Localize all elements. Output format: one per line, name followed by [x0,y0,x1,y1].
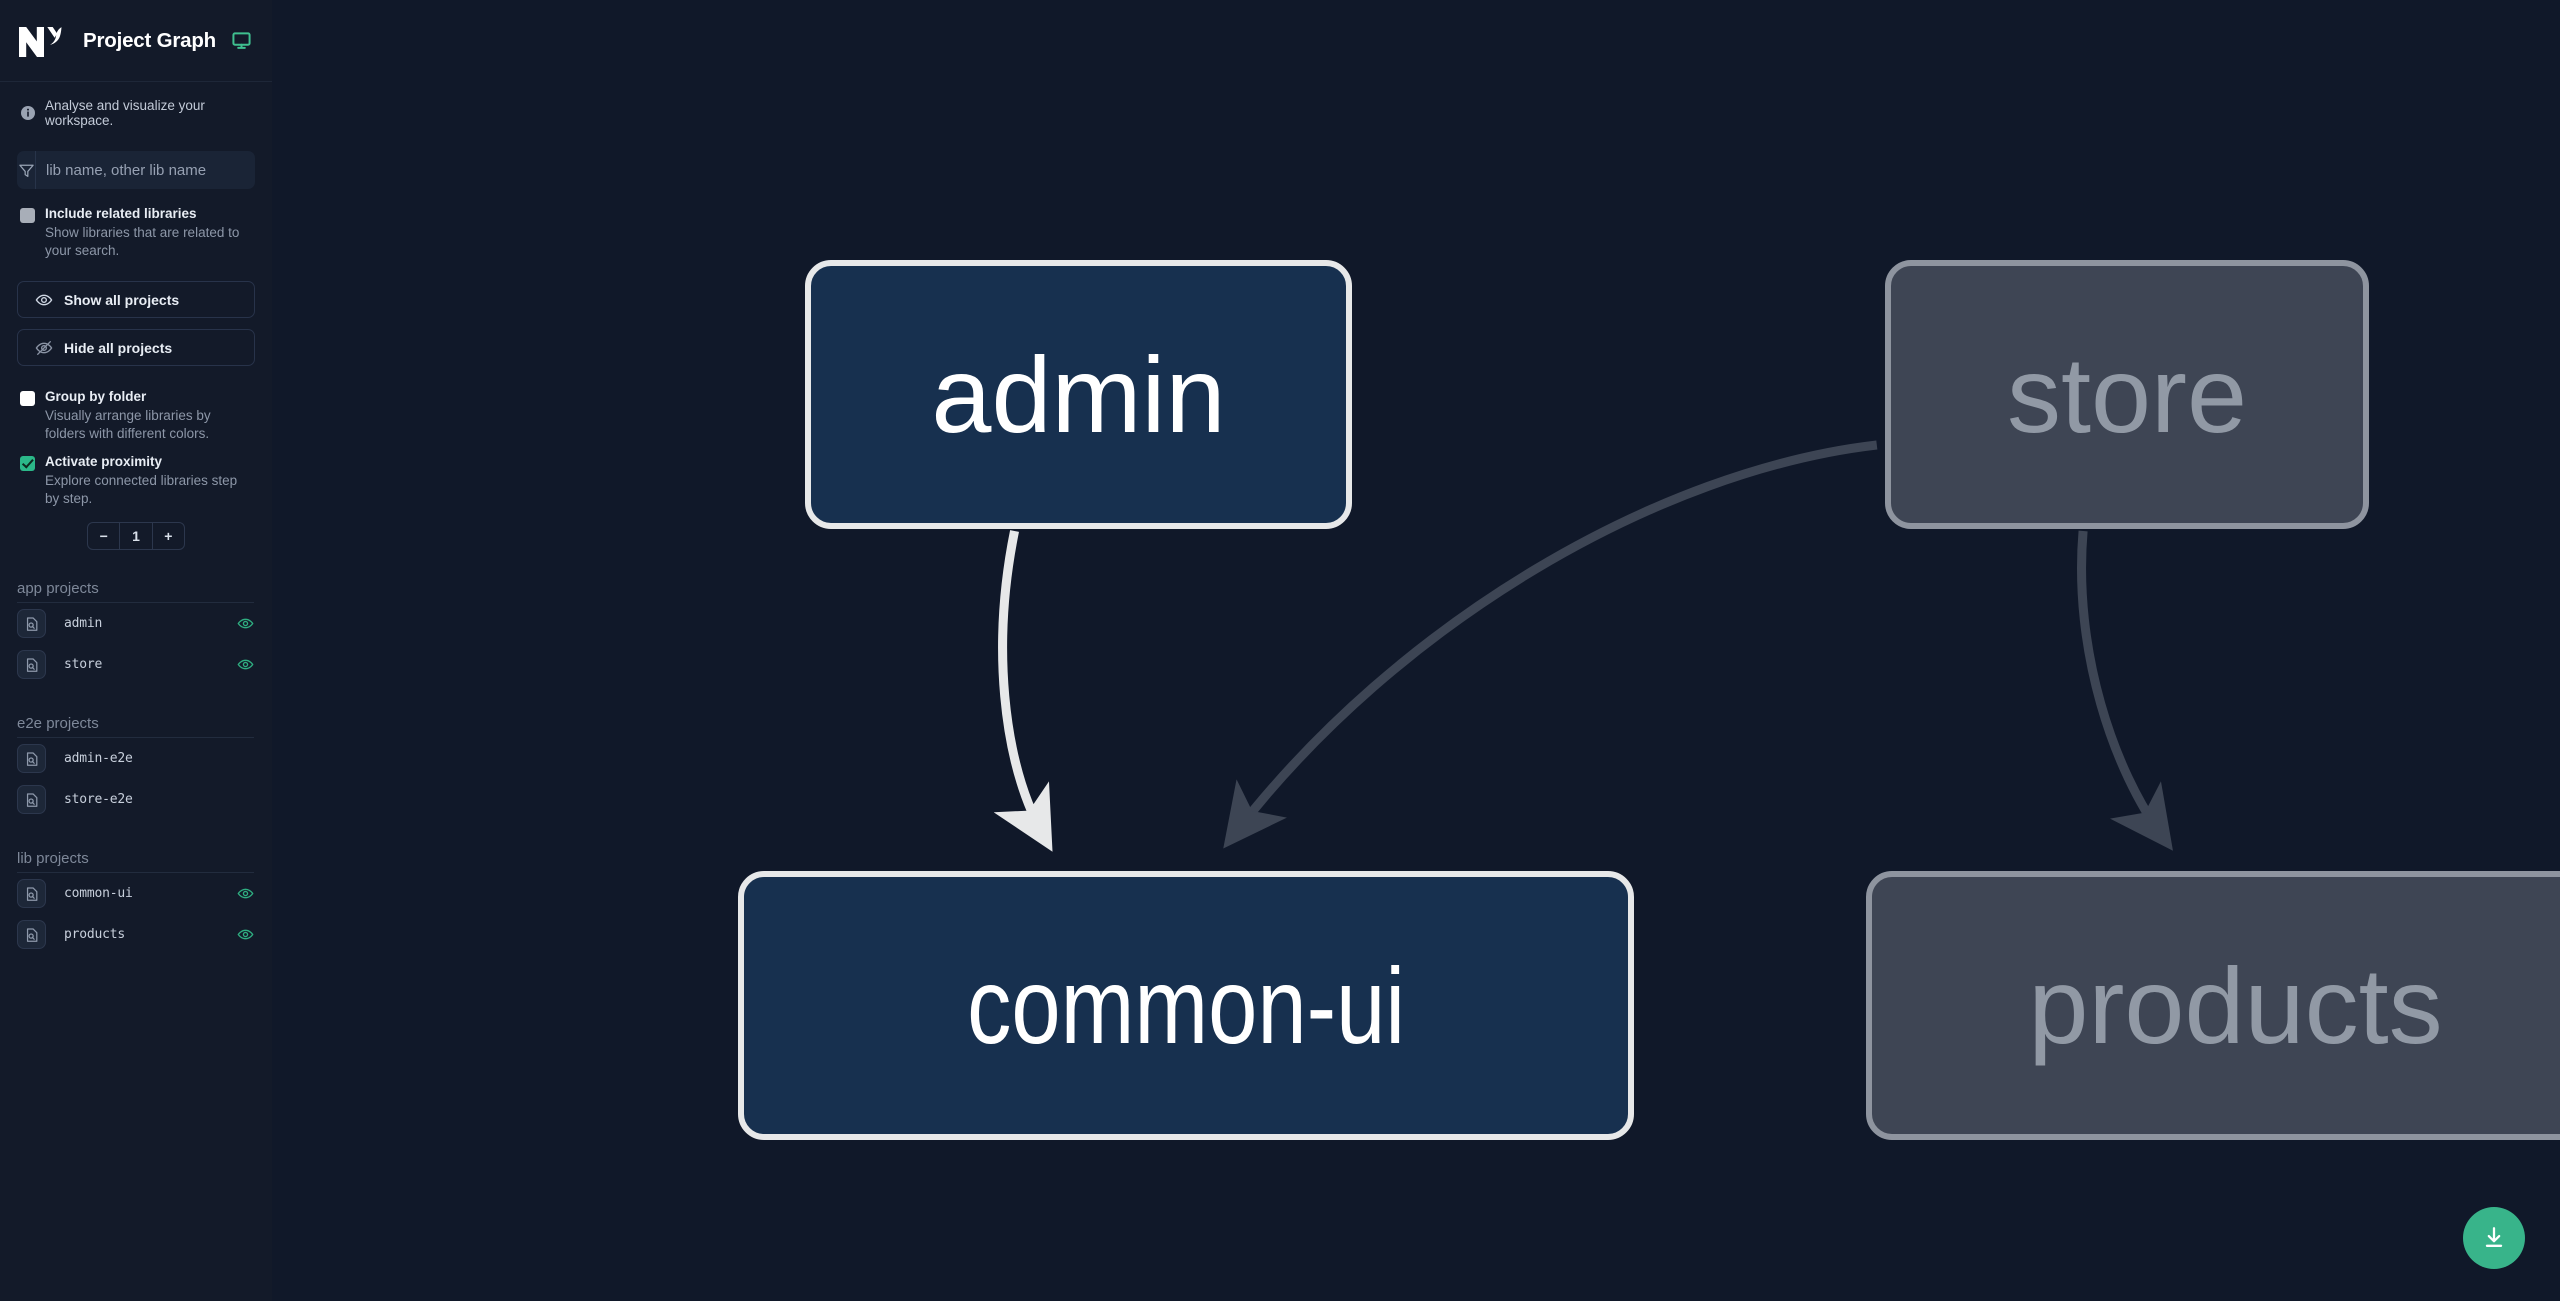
filter-icon [17,151,36,189]
sidebar: Project Graph Analyse and visualize your… [0,0,272,1301]
graph-node-label: common-ui [966,944,1406,1066]
option-include-related-libraries[interactable]: Include related libraries Show libraries… [0,189,272,259]
project-list-item-store-e2e[interactable]: store-e2e [17,779,254,820]
graph-node-admin[interactable]: admin [805,260,1352,529]
project-list-item-admin[interactable]: admin [17,603,254,644]
graph-node-label: products [2028,944,2443,1066]
graph-canvas[interactable]: admin store common-ui products [272,0,2560,1301]
proximity-stepper[interactable]: − 1 + [87,522,185,550]
divider [17,602,254,603]
group-by-folder-label: Group by folder [45,389,147,404]
proximity-decrement-button[interactable]: − [99,528,108,544]
nx-logo-icon [17,23,63,59]
project-name: store-e2e [64,792,133,807]
project-name: store [64,657,103,672]
project-icon [17,920,46,949]
option-group-by-folder[interactable]: Group by folder Visually arrange librari… [0,372,272,442]
project-name: admin-e2e [64,751,133,766]
project-visibility-eye-icon[interactable] [237,615,254,632]
page-title: Project Graph [83,28,216,52]
graph-edges [993,440,2173,852]
include-related-libraries-label: Include related libraries [45,206,197,221]
sidebar-header: Project Graph [0,0,272,82]
search-row [0,138,272,189]
activate-proximity-description: Explore connected libraries step by step… [45,473,238,506]
project-group-lib-projects: lib projects common-ui products [0,850,272,955]
proximity-increment-button[interactable]: + [151,523,184,549]
search-box[interactable] [17,151,255,189]
project-visibility-eye-icon[interactable] [237,791,254,808]
project-list-item-store[interactable]: store [17,644,254,685]
graph-node-common-ui[interactable]: common-ui [738,871,1634,1140]
graph-node-store[interactable]: store [1885,260,2369,529]
hide-all-projects-label: Hide all projects [64,339,173,356]
project-icon [17,785,46,814]
eye-icon [35,291,53,309]
graph-node-products[interactable]: products [1866,871,2560,1140]
hide-all-projects-button[interactable]: Hide all projects [17,329,255,366]
edge-store-to-products [2077,530,2173,851]
search-input[interactable] [36,151,255,189]
graph-node-label: admin [931,333,1226,455]
project-icon [17,744,46,773]
graph-node-label: store [2006,333,2248,455]
project-group-title: app projects [17,580,99,597]
show-all-projects-button[interactable]: Show all projects [17,281,255,318]
include-related-libraries-description: Show libraries that are related to your … [45,225,240,258]
edge-store-to-common-ui [1223,440,1878,849]
monitor-icon[interactable] [232,31,251,50]
project-list-item-products[interactable]: products [17,914,254,955]
group-by-folder-description: Visually arrange libraries by folders wi… [45,408,211,441]
divider [17,872,254,873]
option-activate-proximity[interactable]: Activate proximity Explore connected lib… [0,442,272,507]
project-name: admin [64,616,103,631]
proximity-value: 1 [119,523,151,549]
project-visibility-eye-icon[interactable] [237,656,254,673]
download-graph-button[interactable] [2463,1207,2525,1269]
include-related-libraries-checkbox[interactable] [20,208,35,223]
project-list-item-admin-e2e[interactable]: admin-e2e [17,738,254,779]
info-icon [20,105,36,121]
sidebar-subtitle: Analyse and visualize your workspace. [0,82,272,138]
project-list-item-common-ui[interactable]: common-ui [17,873,254,914]
project-visibility-eye-icon[interactable] [237,885,254,902]
project-group-e2e-projects: e2e projects admin-e2e store-e2e [0,715,272,820]
divider [17,737,254,738]
activate-proximity-checkbox[interactable] [20,456,35,471]
project-visibility-eye-icon[interactable] [237,926,254,943]
visibility-buttons: Show all projects Hide all projects [0,281,272,366]
project-icon [17,879,46,908]
project-group-title: e2e projects [17,715,99,732]
sidebar-subtitle-text: Analyse and visualize your workspace. [45,98,205,128]
project-name: common-ui [64,886,133,901]
project-icon [17,650,46,679]
download-icon [2481,1225,2507,1251]
eye-off-icon [35,339,53,357]
group-by-folder-checkbox[interactable] [20,391,35,406]
project-group-app-projects: app projects admin store [0,580,272,685]
edge-admin-to-common-ui [993,530,1053,852]
project-visibility-eye-icon[interactable] [237,750,254,767]
project-icon [17,609,46,638]
project-groups: app projects admin store e2e projects admin-… [0,580,272,955]
project-group-title: lib projects [17,850,89,867]
show-all-projects-label: Show all projects [64,291,180,308]
activate-proximity-label: Activate proximity [45,454,163,469]
project-name: products [64,927,126,942]
